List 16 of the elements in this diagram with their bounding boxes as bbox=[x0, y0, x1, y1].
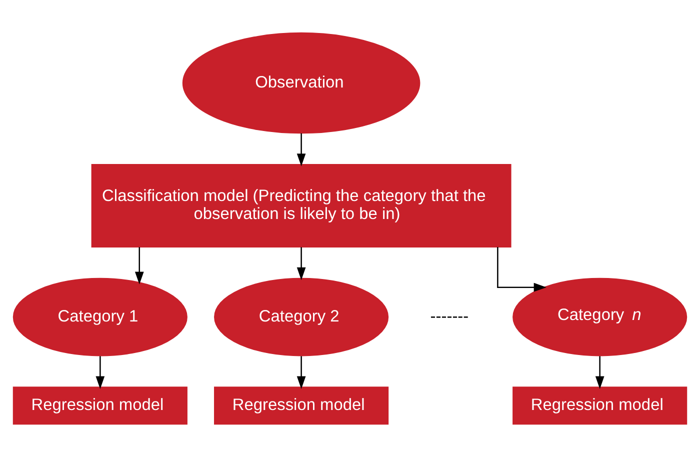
node-ellipse: Observation bbox=[182, 32, 420, 134]
arrow bbox=[134, 246, 144, 284]
node-ellipse: Category 2 bbox=[214, 277, 389, 356]
node-box: Regression model bbox=[214, 386, 389, 424]
node-ellipse: Category 1 bbox=[12, 277, 188, 356]
arrow bbox=[595, 356, 604, 388]
node-ellipse: Category n bbox=[512, 277, 688, 356]
arrow bbox=[296, 246, 306, 280]
label: ------- bbox=[430, 306, 469, 325]
arrow bbox=[296, 356, 306, 388]
node-box: Regression model bbox=[12, 386, 188, 424]
node-box: Classification model (Predicting the category that the observation is likely to be in) bbox=[91, 163, 512, 247]
arrow bbox=[296, 132, 306, 166]
arrow bbox=[497, 246, 546, 292]
arrow bbox=[96, 356, 105, 388]
node-box: Regression model bbox=[512, 386, 688, 424]
